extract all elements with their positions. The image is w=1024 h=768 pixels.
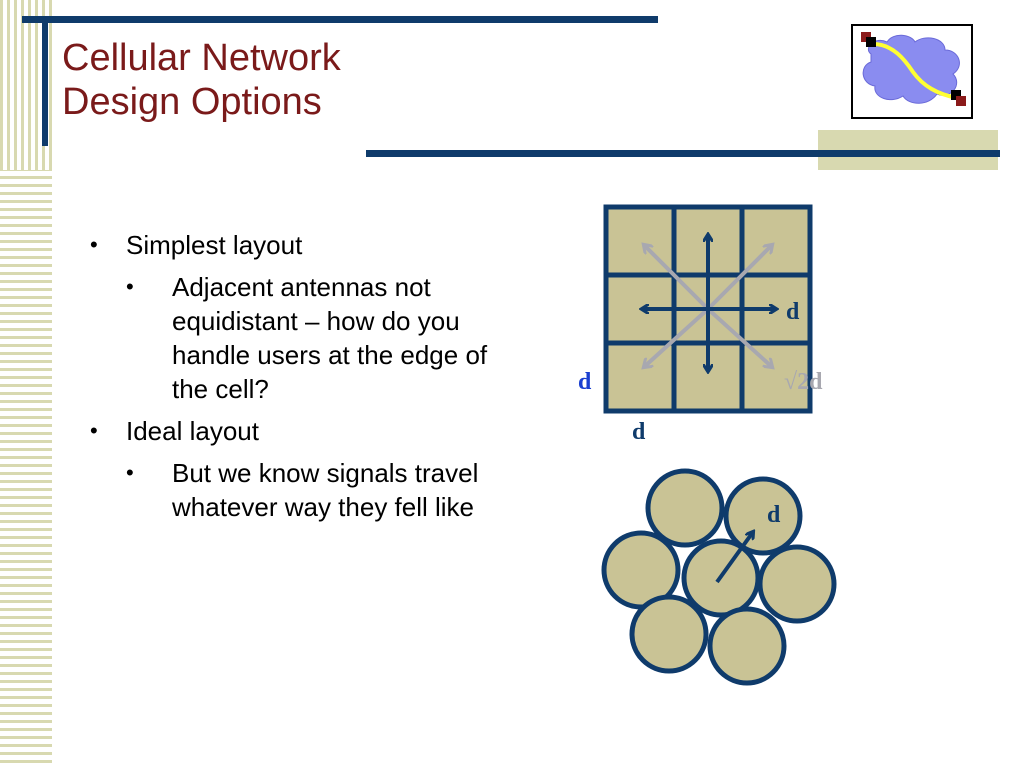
grid-label-right: d bbox=[786, 299, 800, 325]
bullet-simplest-layout: Simplest layout bbox=[90, 228, 560, 262]
title-line-2: Design Options bbox=[62, 81, 322, 123]
page-title: Cellular Network Design Options bbox=[62, 36, 341, 124]
bullet-ideal-layout: Ideal layout bbox=[90, 414, 560, 448]
circle-label: d bbox=[767, 502, 781, 528]
grid-label-left: d bbox=[578, 369, 592, 395]
sub-bullet-signals-travel: But we know signals travel whatever way … bbox=[126, 456, 522, 524]
square-grid-diagram: d d √2d d bbox=[578, 204, 823, 445]
bullet-list: Simplest layout Adjacent antennas not eq… bbox=[90, 228, 560, 532]
top-rule bbox=[22, 16, 658, 23]
orthogonal-arrows bbox=[642, 235, 776, 371]
cell-circles bbox=[601, 468, 837, 686]
radius-arrow bbox=[715, 532, 753, 584]
circle-layout-diagram: d bbox=[601, 468, 837, 686]
sub-bullet-adjacent-antennas: Adjacent antennas not equidistant – how … bbox=[126, 270, 522, 406]
cloud-network-icon bbox=[861, 32, 966, 106]
vertical-rule bbox=[42, 16, 48, 146]
header-underline-rule bbox=[366, 150, 1000, 157]
grid-label-diagonal: √2d bbox=[784, 369, 823, 395]
diagonal-arrows bbox=[644, 245, 772, 367]
title-line-1: Cellular Network bbox=[62, 37, 341, 79]
network-logo bbox=[851, 24, 973, 119]
grid-label-bottom: d bbox=[632, 419, 646, 445]
